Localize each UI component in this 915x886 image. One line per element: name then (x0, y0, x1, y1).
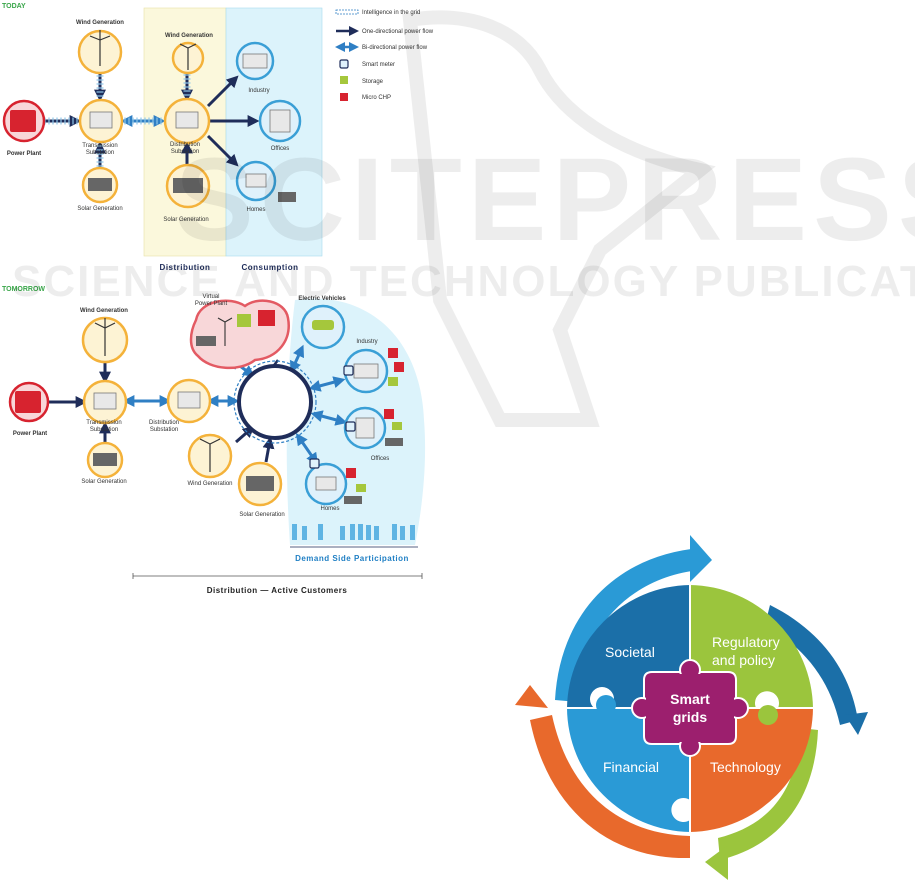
today-solar-dist-label: Solar Generation (163, 217, 208, 223)
tomorrow-power-plant-label: Power Plant (13, 431, 47, 437)
tomorrow-homes-label: Homes (320, 506, 339, 512)
tomorrow-distribution-label-2: Substation (150, 427, 178, 433)
tomorrow-solar-left-label: Solar Generation (81, 479, 126, 485)
today-offices-label: Offices (271, 146, 290, 152)
tomorrow-offices (343, 406, 403, 450)
today-transmission-substation (78, 98, 124, 144)
cycle-arrow-orange (530, 715, 690, 859)
today-section-label: TODAY (2, 3, 26, 10)
tomorrow-wind-label: Wind Generation (80, 308, 128, 314)
smart-grids-puzzle: Societal Regulatory and policy Financial… (515, 535, 868, 880)
tomorrow-transmission-label-2: Substation (90, 427, 118, 433)
vpp-label-2: Power Plant (195, 301, 228, 307)
tomorrow-industry-label: Industry (356, 339, 377, 345)
today-homes (235, 160, 296, 202)
today-diagram: TODAY Wind Generation Power Plant (2, 3, 323, 272)
tomorrow-solar-generation-left (86, 441, 124, 479)
tomorrow-distribution-label-1: Distribution (149, 420, 179, 426)
tomorrow-section-label: TOMORROW (2, 286, 45, 293)
today-zone-consumption: Consumption (241, 263, 298, 272)
watermark: SCITEPRESS SCIENCE AND TECHNOLOGY PUBLIC… (12, 10, 915, 427)
tomorrow-wind-mid-label: Wind Generation (187, 481, 232, 487)
today-distribution-label-2: Substation (171, 149, 199, 155)
legend: Intelligence in the grid One-directional… (335, 9, 434, 101)
hub-label-2: grids (673, 709, 707, 725)
tomorrow-transmission-substation (82, 379, 128, 425)
legend-micro-chp: Micro CHP (362, 95, 391, 101)
today-power-plant (2, 99, 46, 143)
today-power-plant-label: Power Plant (7, 151, 41, 157)
today-zone-distribution: Distribution (160, 263, 211, 272)
cycle-arrow-dark-blue (765, 605, 858, 725)
tomorrow-distribution-substation (166, 378, 212, 424)
today-wind-dist-label: Wind Generation (165, 33, 213, 39)
today-wind-label: Wind Generation (76, 20, 124, 26)
today-flows (40, 51, 260, 170)
tomorrow-transmission-label-1: Transmission (86, 420, 121, 426)
demand-side-participation: Demand Side Participation (295, 554, 409, 563)
watermark-sub-text: SCIENCE AND TECHNOLOGY PUBLICATIONS (12, 257, 915, 306)
today-industry (235, 41, 275, 81)
today-industry-label: Industry (248, 88, 269, 94)
legend-bi-directional: Bi-directional power flow (362, 45, 428, 51)
today-transmission-label-1: Transmission (82, 143, 117, 149)
vpp-label-1: Virtual (203, 294, 220, 300)
puzzle-label-regulatory-1: Regulatory (712, 634, 780, 650)
puzzle-label-technology: Technology (710, 759, 781, 775)
watermark-logo-text: SCITEPRESS (175, 134, 915, 266)
tomorrow-ev-label: Electric Vehicles (298, 296, 346, 302)
tomorrow-solar-mid-label: Solar Generation (239, 512, 284, 518)
virtual-power-plant (189, 299, 290, 370)
tomorrow-industry (343, 348, 404, 394)
legend-storage: Storage (362, 79, 384, 85)
tomorrow-power-plant (8, 381, 50, 423)
today-wind-generation (77, 29, 123, 75)
today-distribution-substation (163, 97, 211, 145)
tomorrow-wind-generation (81, 316, 129, 364)
today-distribution-label-1: Distribution (170, 142, 200, 148)
tomorrow-wind-mid (187, 433, 233, 479)
legend-one-directional: One-directional power flow (362, 29, 434, 35)
tomorrow-diagram: TOMORROW Wind Generation (2, 286, 426, 595)
hub-label-1: Smart (670, 691, 710, 707)
legend-smart-meter: Smart meter (362, 62, 395, 68)
today-offices (258, 99, 302, 143)
today-transmission-label-2: Substation (86, 150, 114, 156)
tomorrow-electric-vehicles (300, 304, 346, 350)
tomorrow-offices-label: Offices (371, 456, 390, 462)
today-solar-distribution (165, 163, 211, 209)
puzzle-label-societal: Societal (605, 644, 655, 660)
customers-silhouettes (292, 524, 415, 540)
tomorrow-homes (304, 458, 366, 506)
today-solar-left-label: Solar Generation (77, 206, 122, 212)
today-homes-label: Homes (246, 207, 265, 213)
tomorrow-solar-mid (237, 461, 283, 507)
legend-intelligence: Intelligence in the grid (362, 10, 420, 16)
tomorrow-distribution-ring (233, 360, 317, 444)
puzzle-label-regulatory-2: and policy (712, 652, 775, 668)
distribution-active-customers: Distribution — Active Customers (207, 586, 348, 595)
puzzle-label-financial: Financial (603, 759, 659, 775)
today-wind-distribution (171, 41, 205, 75)
today-solar-generation-left (81, 166, 119, 204)
